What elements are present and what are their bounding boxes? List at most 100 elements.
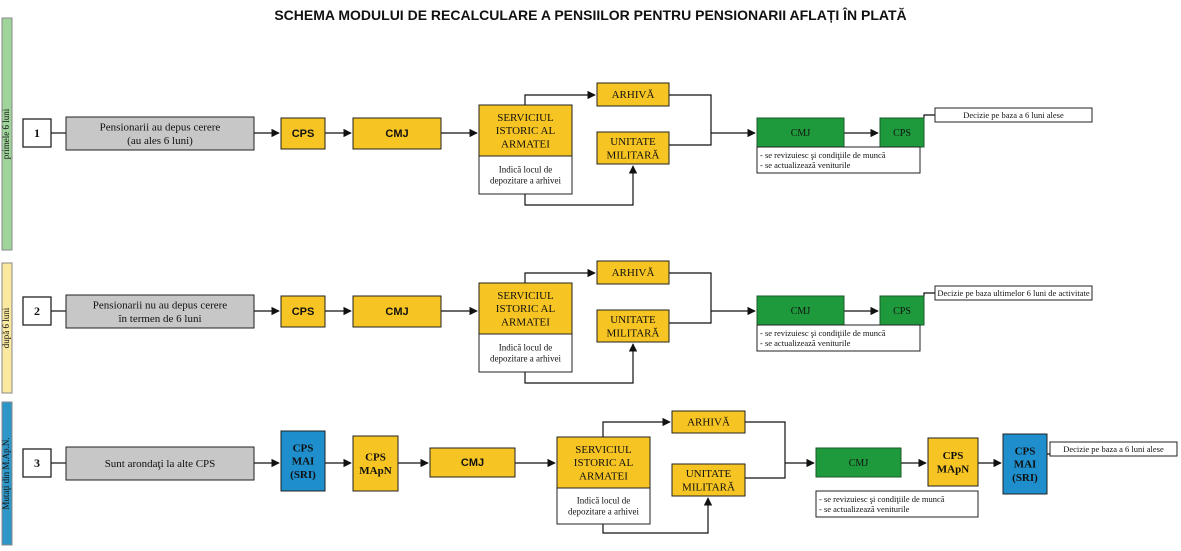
row3-link-arhiva-merge xyxy=(745,421,786,463)
side-bar-2-rect xyxy=(1,262,13,394)
row1-revision-rect xyxy=(756,146,921,174)
row1-description-text: (au ales 6 luni) xyxy=(127,135,193,147)
row2-note-text: Indică locul de xyxy=(499,343,552,353)
row1-link-note-unit xyxy=(524,165,638,206)
row3-cps-mapn-final-text: MApN xyxy=(937,463,969,475)
diagram-title: SCHEMA MODULUI DE RECALCULARE A PENSIILO… xyxy=(274,7,907,23)
row3-cps-mai-text: MAI xyxy=(292,456,315,468)
row2-decision-text: Decizie pe baza ultimelor 6 luni de acti… xyxy=(937,288,1089,298)
row1-arhiva-text: ARHIVĂ xyxy=(612,89,655,101)
row3-cps-mai-rect xyxy=(280,430,326,492)
row1-arhiva-rect xyxy=(596,82,670,107)
row3-cmj-final-rect xyxy=(815,447,902,478)
row2-cps-final-rect xyxy=(879,295,925,326)
row3-description-text: Sunt arondaţi la alte CPS xyxy=(105,458,216,470)
row1-cmj-final-text: CMJ xyxy=(791,128,811,139)
row2-description-rect xyxy=(65,294,255,329)
row2-cps-rect xyxy=(280,295,326,328)
row2-unitate-text: UNITATE xyxy=(610,314,656,326)
row3-serviciu-text: SERVICIUL xyxy=(575,444,632,456)
row2-arhiva-text: ARHIVĂ xyxy=(612,267,655,279)
row3-cmj-final: CMJ xyxy=(815,447,902,478)
row1-cmj-rect xyxy=(352,117,442,150)
row2-description-text: în termen de 6 luni xyxy=(117,313,201,325)
row1-number: 1 xyxy=(22,118,52,148)
row2-revision-text: - se actualizează veniturile xyxy=(760,338,851,348)
row1-unitate-text: UNITATE xyxy=(610,136,656,148)
row1-serviciu-text: ARMATEI xyxy=(501,138,550,150)
row2-cmj-text: CMJ xyxy=(385,306,408,318)
row1-link-serv-arhiva xyxy=(524,90,596,105)
row1-link-arhiva-merge xyxy=(669,94,712,133)
side-bar-1-rect xyxy=(1,17,13,251)
row1-decision-text: Decizie pe baza a 6 luni alese xyxy=(963,110,1064,120)
row3-serviciu-text: ISTORIC AL xyxy=(574,457,634,469)
side-bar-2: după 6 luni xyxy=(1,262,13,394)
row1-arhiva: ARHIVĂ xyxy=(596,82,670,107)
side-bar-2-label: după 6 luni xyxy=(1,307,11,348)
row2-arhiva-rect xyxy=(596,260,670,285)
row2-note-rect xyxy=(478,333,573,373)
row3-arhiva-text: ARHIVĂ xyxy=(687,417,730,429)
row3-note-text: depozitare a arhivei xyxy=(568,506,639,516)
row1-cmj: CMJ xyxy=(352,117,442,150)
side-bar-3: Mutaţi din M.Ap.N. xyxy=(1,401,13,546)
row3-revision-text: - se actualizează veniturile xyxy=(819,504,910,514)
row3-cps-mai-text: CPS xyxy=(293,442,314,454)
row2-note-text: depozitare a arhivei xyxy=(490,353,561,363)
row2-number: 2 xyxy=(22,296,52,326)
row1-cmj-text: CMJ xyxy=(385,128,408,140)
row3-cps-mapn-final-text: CPS xyxy=(943,450,964,462)
row2-unitate-rect xyxy=(596,309,670,343)
row3-number-rect xyxy=(22,448,52,478)
row3-cmj: CMJ xyxy=(429,447,516,478)
row2-number-text: 2 xyxy=(34,304,40,318)
row1-note-rect xyxy=(478,155,573,195)
row1-number-rect xyxy=(22,118,52,148)
row3-note-text: Indică locul de xyxy=(577,496,630,506)
row1-link-unit-merge xyxy=(669,133,712,146)
row2-cps-final-text: CPS xyxy=(893,306,911,317)
row1-cps-final-text: CPS xyxy=(893,128,911,139)
row3-cps-mai-final-text: CPS xyxy=(1015,445,1036,457)
row1-note-text: depozitare a arhivei xyxy=(490,175,561,185)
row3-number-text: 3 xyxy=(34,456,40,470)
row3-cps-mai-final-text: (SRI) xyxy=(1012,472,1038,484)
row3-description: Sunt arondaţi la alte CPS xyxy=(65,446,255,481)
side-bar-3-rect xyxy=(1,401,13,546)
row2-decision: Decizie pe baza ultimelor 6 luni de acti… xyxy=(934,285,1093,301)
row2-serviciu-rect xyxy=(478,282,573,335)
row3-link-unit-merge xyxy=(745,463,786,479)
row1-description: Pensionarii au depus cerere(au ales 6 lu… xyxy=(65,116,255,151)
row3-cps-mapn-text: CPS xyxy=(365,452,386,464)
row1-revision: - se revizuiesc şi condiţiile de muncă- … xyxy=(756,146,921,174)
row1-revision-text: - se revizuiesc şi condiţiile de muncă xyxy=(760,150,886,160)
row2-link-note-unit xyxy=(524,343,638,384)
row1-description-rect xyxy=(65,116,255,151)
row3-revision-rect xyxy=(815,490,979,518)
row1-note-text: Indică locul de xyxy=(499,165,552,175)
row2-revision: - se revizuiesc şi condiţiile de muncă- … xyxy=(756,324,921,352)
row1-cps: CPS xyxy=(280,117,326,150)
row1-serviciu-text: ISTORIC AL xyxy=(496,125,556,137)
row1-serviciu-rect xyxy=(478,104,573,157)
row2-description-text: Pensionarii nu au depus cerere xyxy=(93,300,228,312)
row2-cps-text: CPS xyxy=(292,306,315,318)
row3-cmj-final-text: CMJ xyxy=(849,458,869,469)
row2-cmj-final-text: CMJ xyxy=(791,306,811,317)
row3-cps-mapn-final-rect xyxy=(927,437,979,487)
row1-decision: Decizie pe baza a 6 luni alese xyxy=(934,107,1093,123)
row3-unitate-rect xyxy=(671,463,746,497)
row1-revision-text: - se actualizează veniturile xyxy=(760,160,851,170)
row3-link-serv-arhiva xyxy=(602,417,671,437)
